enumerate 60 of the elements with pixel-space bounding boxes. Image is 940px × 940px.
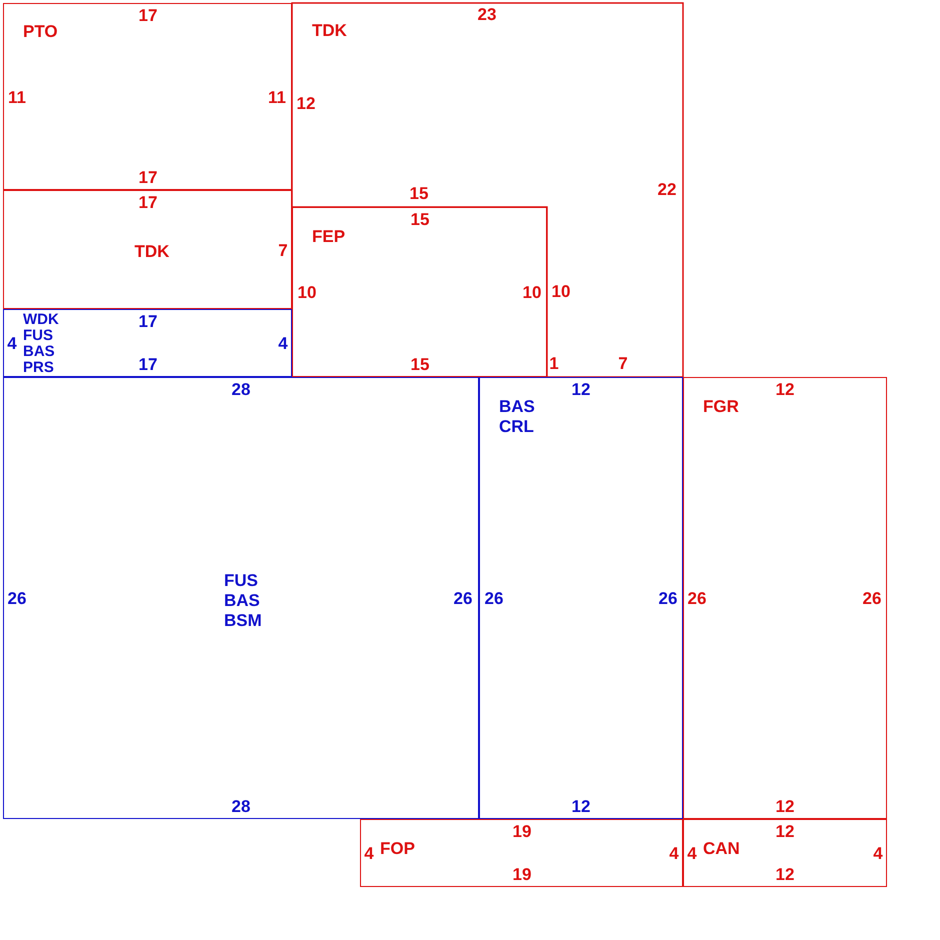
dimension-label: 4	[278, 334, 288, 354]
dimension-label: 4	[669, 844, 679, 864]
dimension-label: 11	[8, 88, 26, 108]
room-name: TDK	[312, 21, 347, 41]
dimension-label: 26	[484, 589, 504, 609]
dimension-label: 19	[512, 865, 532, 885]
dimension-label: 12	[776, 865, 794, 885]
dimension-label: 15	[410, 355, 430, 375]
dimension-label: 10	[298, 283, 316, 303]
dimension-label: 17	[138, 312, 158, 332]
dimension-label: 7	[278, 241, 288, 261]
room-outline	[3, 190, 292, 309]
dimension-label: 17	[138, 6, 158, 26]
room-outline	[3, 3, 292, 190]
dimension-label: 17	[138, 168, 158, 188]
dimension-label: 26	[658, 589, 678, 609]
dimension-label: 17	[138, 193, 158, 213]
dimension-label: 10	[552, 282, 570, 302]
room-name: BAS CRL	[499, 397, 535, 437]
dimension-label: 4	[873, 844, 883, 864]
dimension-label: 12	[572, 797, 590, 817]
dimension-label: 23	[478, 5, 496, 25]
room-name: FUS BAS BSM	[224, 571, 262, 631]
dimension-label: 26	[862, 589, 882, 609]
room-name: CAN	[703, 839, 740, 859]
dimension-label: 15	[410, 184, 428, 204]
dimension-label: TDK	[134, 242, 170, 262]
room-outline	[292, 207, 547, 377]
dimension-label: 19	[512, 822, 532, 842]
room-outline	[683, 377, 887, 819]
dimension-label: 28	[232, 380, 250, 400]
dimension-label: 26	[688, 589, 706, 609]
dimension-label: 4	[364, 844, 374, 864]
room-outline	[3, 377, 479, 819]
dimension-label: 28	[232, 797, 250, 817]
room-outline	[3, 309, 292, 377]
room-name: FOP	[380, 839, 415, 859]
dimension-label: 4	[7, 334, 17, 354]
dimension-label: 7	[618, 354, 628, 374]
dimension-label: 1	[549, 354, 559, 374]
room-name: FGR	[703, 397, 739, 417]
dimension-label: 12	[776, 822, 794, 842]
dimension-label: 12	[296, 94, 316, 114]
dimension-label: 26	[8, 589, 26, 609]
dimension-label: 26	[454, 589, 472, 609]
dimension-label: 12	[776, 380, 794, 400]
dimension-label: 15	[410, 210, 430, 230]
room-name: WDK FUS BAS PRS	[23, 312, 59, 376]
dimension-label: 17	[138, 355, 158, 375]
room-name: PTO	[23, 22, 58, 42]
room-outline	[360, 819, 683, 887]
dimension-label: 4	[687, 844, 697, 864]
dimension-label: 10	[522, 283, 542, 303]
dimension-label: 12	[776, 797, 794, 817]
dimension-label: 12	[572, 380, 590, 400]
room-outline	[683, 819, 887, 887]
room-outline	[479, 377, 683, 819]
dimension-label: 11	[268, 88, 286, 108]
dimension-label: 22	[658, 180, 676, 200]
room-name: FEP	[312, 227, 346, 247]
